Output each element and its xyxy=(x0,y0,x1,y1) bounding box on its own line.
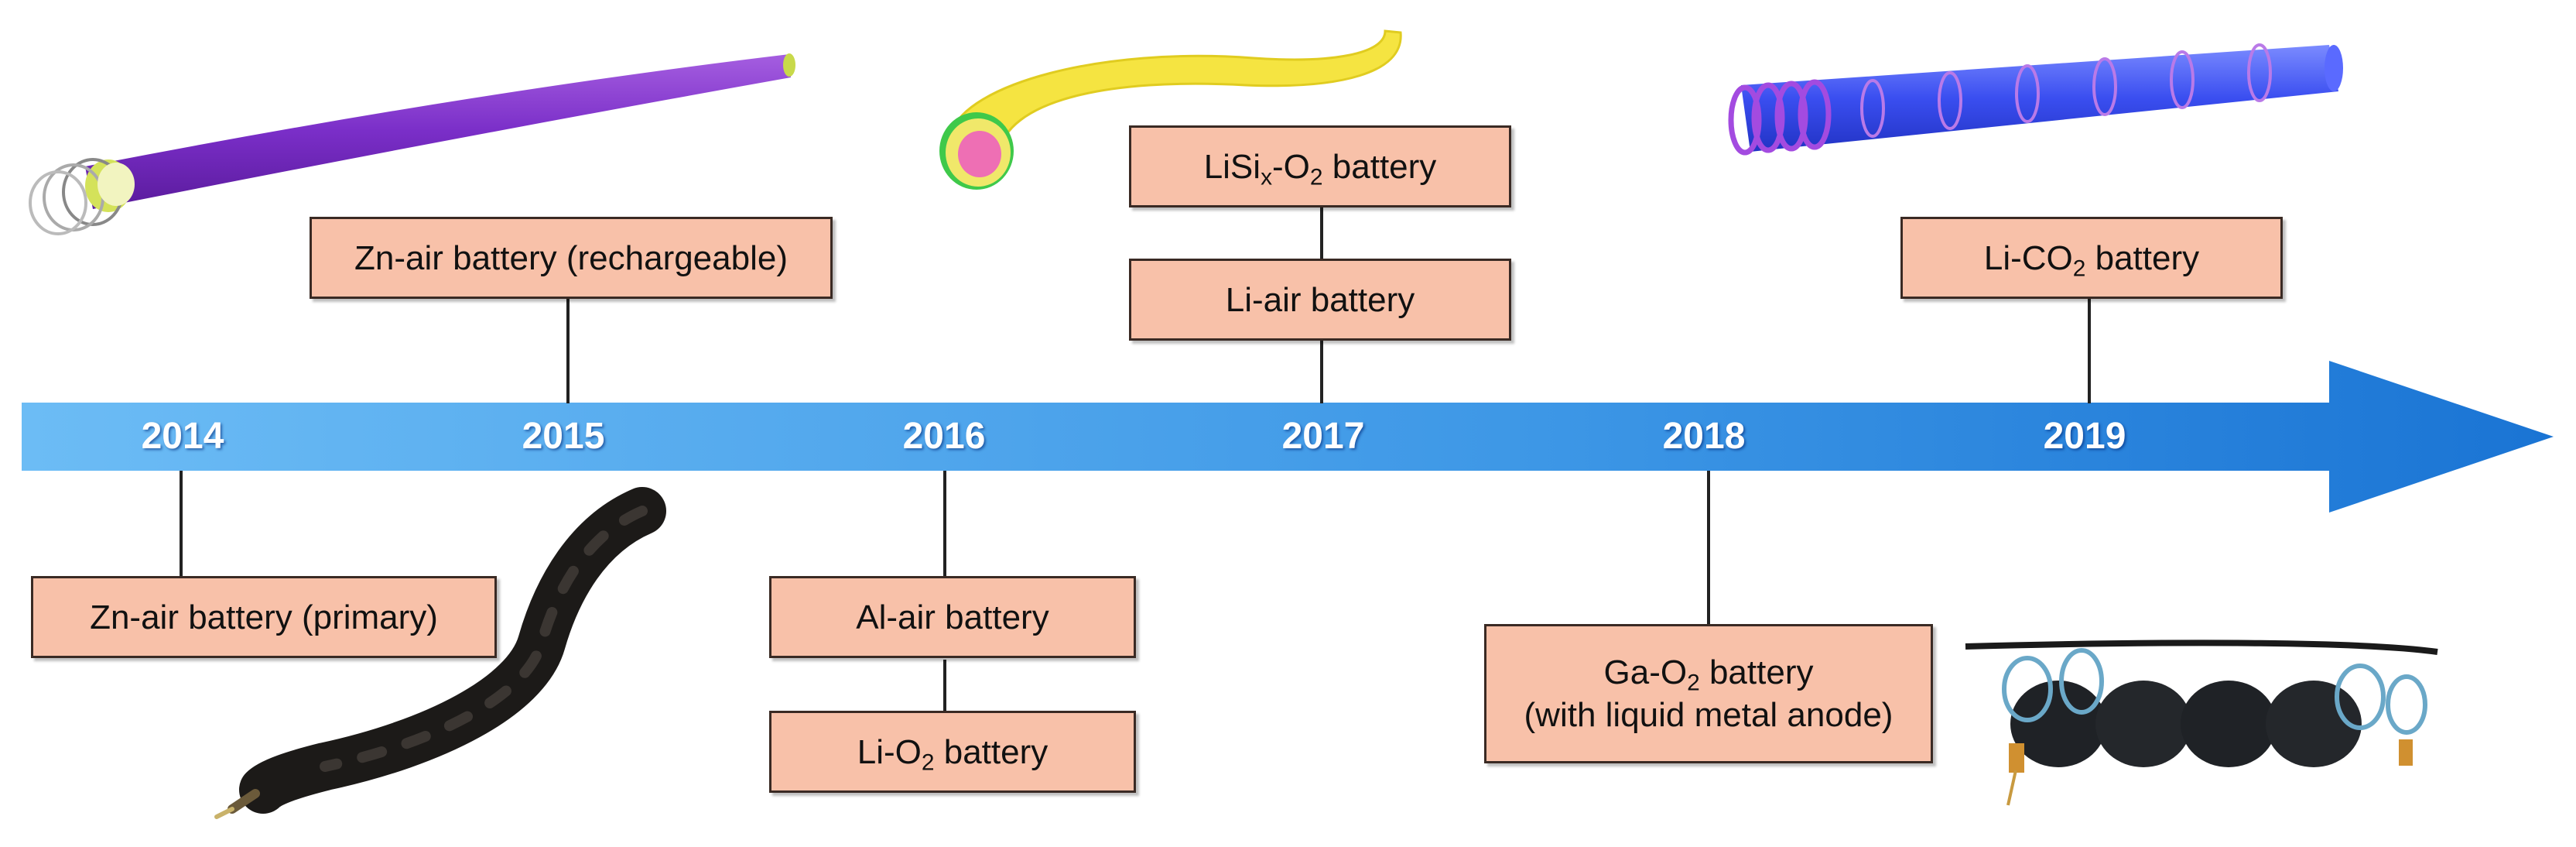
box-lisix-o2: LiSix-O2 battery xyxy=(1129,125,1511,207)
connector-line xyxy=(180,471,183,578)
yellow-fiber-battery-icon xyxy=(939,29,1402,190)
beaded-cable-battery-photo xyxy=(1965,640,2438,806)
connector-line xyxy=(1320,340,1323,403)
connector-line xyxy=(2088,297,2091,403)
box-li-air: Li-air battery xyxy=(1129,259,1511,341)
connector-line xyxy=(566,297,570,403)
box-label: Li-air battery xyxy=(1225,280,1415,319)
year-label-2015: 2015 xyxy=(522,416,605,457)
blue-spiral-fiber-battery-icon xyxy=(1728,43,2343,156)
purple-fiber-battery-icon xyxy=(29,53,795,235)
year-label-2019: 2019 xyxy=(2043,416,2126,457)
year-label-2014: 2014 xyxy=(141,416,224,457)
black-cable-battery-photo xyxy=(214,487,666,819)
connector-line xyxy=(1707,471,1710,626)
box-label: Al-air battery xyxy=(856,598,1049,636)
box-zn-air-rechargeable: Zn-air battery (rechargeable) xyxy=(310,217,833,299)
box-label: Li-O2 battery xyxy=(857,732,1049,775)
box-label: Zn-air battery (rechargeable) xyxy=(354,238,788,277)
connector-line xyxy=(943,660,946,712)
box-label-line1: Ga-O2 battery xyxy=(1603,653,1814,696)
box-label: Li-CO2 battery xyxy=(1983,238,2200,281)
connector-line xyxy=(943,471,946,578)
year-label-2016: 2016 xyxy=(902,416,986,457)
box-label: LiSix-O2 battery xyxy=(1203,147,1437,190)
year-label-2018: 2018 xyxy=(1662,416,1746,457)
year-label-2017: 2017 xyxy=(1281,416,1365,457)
box-zn-air-primary: Zn-air battery (primary) xyxy=(31,576,497,658)
box-ga-o2: Ga-O2 battery (with liquid metal anode) xyxy=(1484,624,1933,763)
box-li-o2: Li-O2 battery xyxy=(769,711,1136,793)
box-label: Zn-air battery (primary) xyxy=(90,598,438,636)
box-li-co2: Li-CO2 battery xyxy=(1900,217,2283,299)
box-al-air: Al-air battery xyxy=(769,576,1136,658)
connector-line xyxy=(1320,206,1323,259)
timeline-arrow-shape xyxy=(22,361,2554,513)
box-label-line2: (with liquid metal anode) xyxy=(1524,696,1894,734)
